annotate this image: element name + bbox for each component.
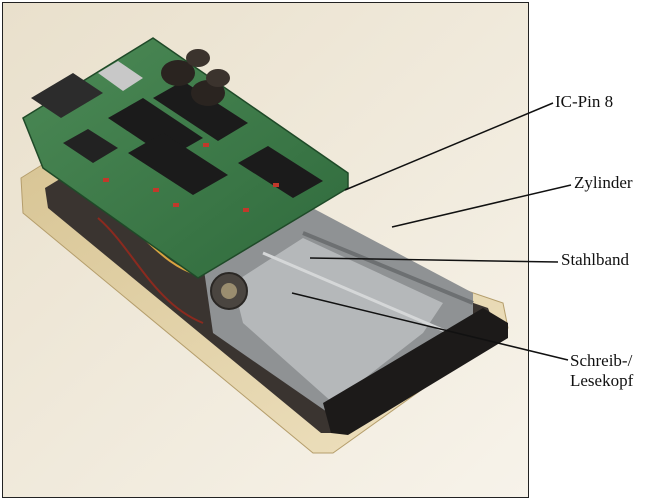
callout-line-cylinder [391, 184, 572, 228]
callout-line-steel-band [309, 257, 559, 263]
connector [31, 73, 103, 118]
label-head-line1: Schreib-/ [570, 351, 633, 370]
label-head-line2: Lesekopf [570, 371, 634, 390]
callout-line-head [291, 292, 569, 361]
capacitors [161, 49, 230, 106]
disk-drive-illustration [3, 3, 528, 497]
label-steel-band: Stahlband [561, 250, 629, 269]
head-carriage [233, 238, 443, 403]
label-read-write-head: Schreib-/ Lesekopf [570, 351, 633, 391]
label-ic-pin: IC-Pin 8 [555, 92, 614, 111]
disk-drive-photo [2, 2, 529, 498]
label-cylinder: Zylinder [574, 173, 633, 192]
connector-2 [98, 61, 143, 91]
ic-chips [63, 81, 323, 198]
front-bezel [323, 308, 508, 435]
motor-hub [221, 283, 237, 299]
cable-bundle-3 [97, 217, 204, 324]
callout-line-ic-pin [344, 102, 554, 191]
rail [302, 231, 474, 305]
small-components [103, 143, 279, 212]
